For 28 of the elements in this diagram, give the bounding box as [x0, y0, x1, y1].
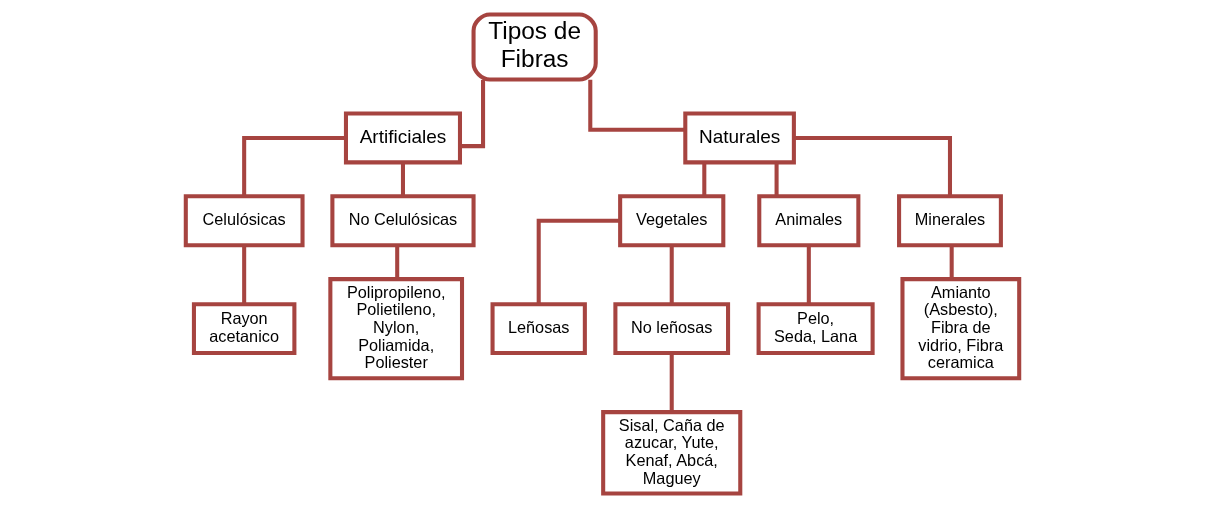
node-box: Leñosas: [490, 301, 587, 355]
node-box: Rayon acetanico: [191, 301, 297, 355]
connector: [536, 218, 620, 304]
node-box: Celulósicas: [183, 193, 305, 247]
node-box: No Celulósicas: [330, 193, 476, 247]
connector: [395, 244, 400, 279]
node-box: Pelo, Seda, Lana: [756, 301, 875, 355]
connector: [794, 135, 952, 196]
connector: [669, 352, 674, 412]
connector: [242, 244, 247, 304]
connector: [588, 79, 686, 132]
node-box: Vegetales: [618, 193, 726, 247]
connector: [669, 244, 674, 304]
node-box: Sisal, Caña de azucar, Yute, Kenaf, Abcá, Maguey: [601, 409, 743, 496]
node-box: Artificiales: [343, 111, 462, 164]
connector: [702, 162, 707, 196]
connector: [806, 244, 811, 304]
node-box: Naturales: [683, 111, 796, 164]
connector: [949, 244, 954, 279]
node-box: Polipropileno, Polietileno, Nylon, Poliamida, Poliester: [328, 276, 465, 380]
connector: [774, 162, 779, 196]
node-box: No leñosas: [613, 301, 731, 355]
connector: [400, 162, 405, 196]
node-box: Animales: [757, 193, 861, 247]
node-box: Minerales: [897, 193, 1003, 247]
connector: [242, 135, 346, 196]
node-box: Amianto (Asbesto), Fibra de vidrio, Fibra ceramica: [900, 276, 1022, 380]
node-box: Tipos de Fibras: [471, 11, 598, 82]
